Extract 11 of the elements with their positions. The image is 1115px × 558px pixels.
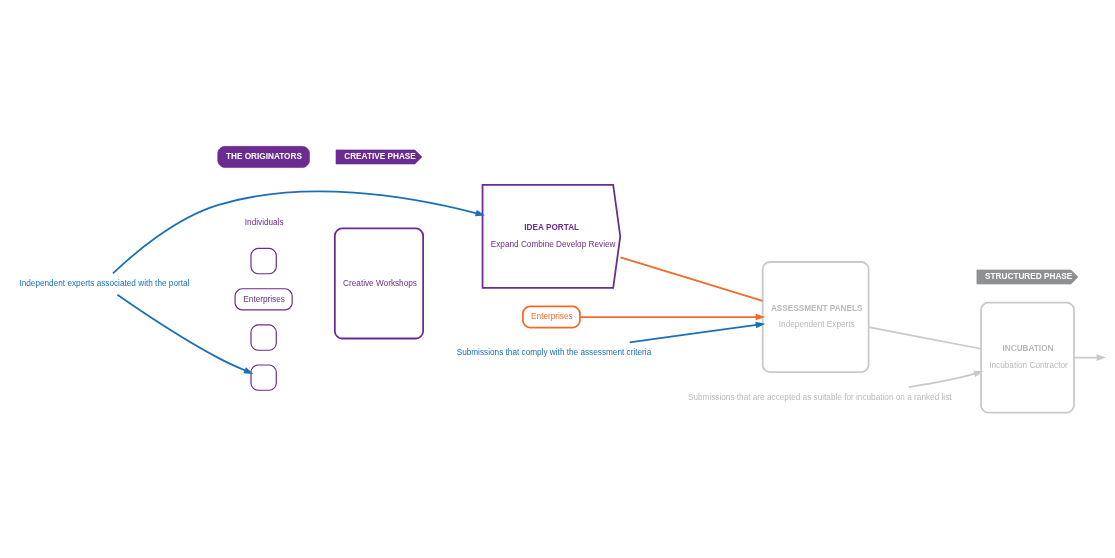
arrow xyxy=(628,321,766,343)
arrow xyxy=(112,190,485,274)
node-box xyxy=(250,363,277,391)
node-box xyxy=(250,247,277,274)
connector xyxy=(619,256,764,302)
connector xyxy=(867,325,982,350)
arrow xyxy=(1073,353,1107,361)
arrow xyxy=(579,313,766,320)
arrow xyxy=(116,293,254,374)
arrow xyxy=(907,370,984,388)
node-box xyxy=(250,323,277,351)
